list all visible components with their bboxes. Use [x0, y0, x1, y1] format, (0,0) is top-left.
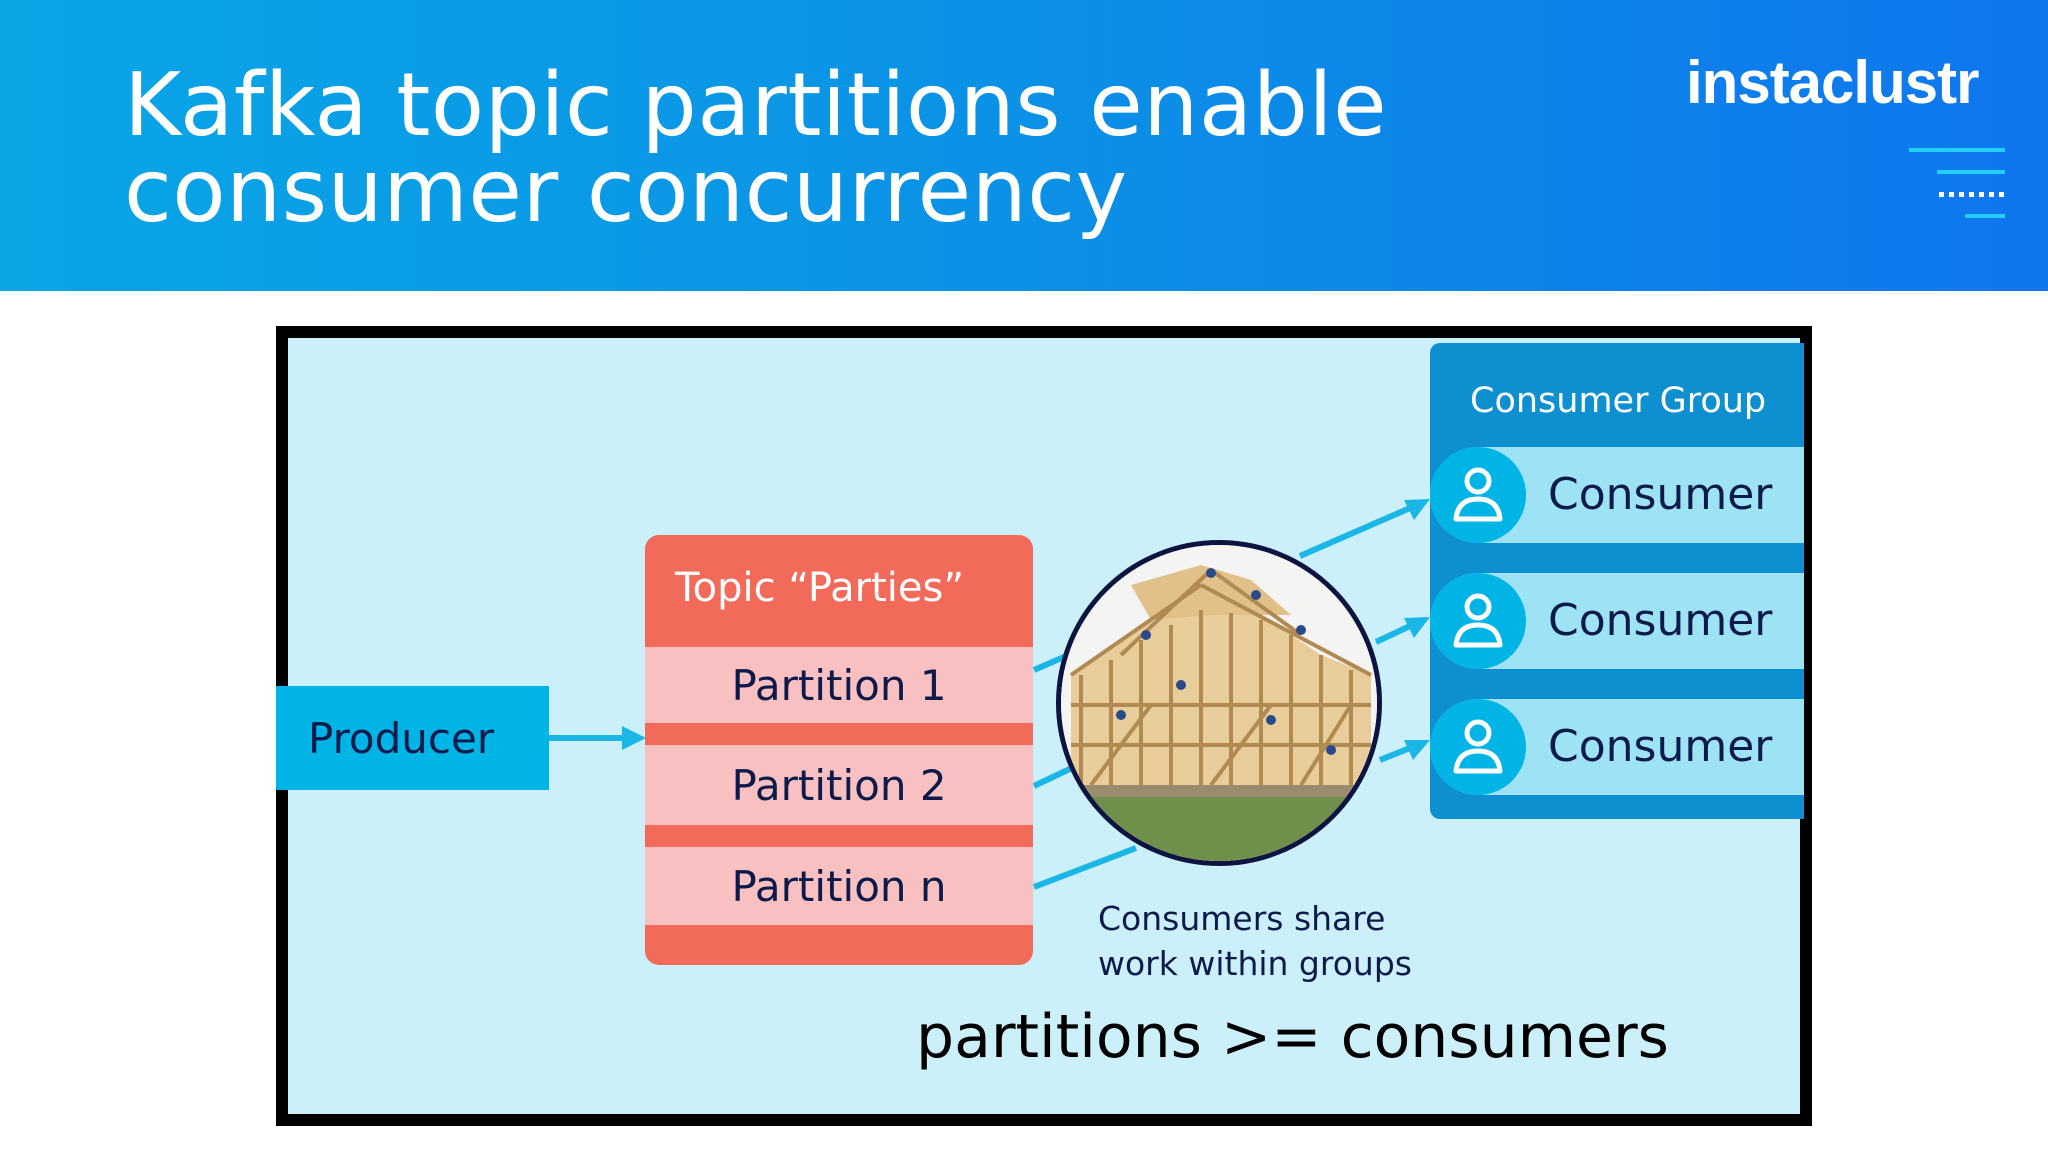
- consumer-group-box: Consumer Group Consumer Consumer Consume…: [1430, 343, 1804, 819]
- consumer-item: Consumer: [1430, 447, 1804, 543]
- consumer-label: Consumer: [1548, 721, 1773, 772]
- producer-box: Producer: [276, 686, 549, 790]
- consumer-group-title: Consumer Group: [1470, 381, 1767, 421]
- house-construction-photo: [1056, 540, 1382, 866]
- instaclustr-logo: instaclustr: [1686, 49, 1979, 116]
- person-icon: [1430, 573, 1526, 669]
- consumer-label: Consumer: [1548, 469, 1773, 520]
- topic-box: Topic “Parties” Partition 1 Partition 2 …: [645, 535, 1033, 965]
- partition-label: Partition 2: [731, 760, 947, 810]
- producer-label: Producer: [308, 713, 495, 763]
- caption-text: Consumers share work within groups: [1098, 896, 1412, 986]
- partition-row: Partition n: [645, 847, 1033, 925]
- logo-lines-icon: [1909, 148, 2005, 218]
- partition-row: Partition 1: [645, 647, 1033, 723]
- person-icon: [1430, 447, 1526, 543]
- topic-title: Topic “Parties”: [675, 565, 965, 611]
- consumer-label: Consumer: [1548, 595, 1773, 646]
- title-line-1: Kafka topic partitions enable: [124, 54, 1388, 156]
- partition-rule: partitions >= consumers: [916, 1002, 1669, 1072]
- caption-line-1: Consumers share: [1098, 899, 1386, 938]
- consumer-item: Consumer: [1430, 699, 1804, 795]
- consumer-item: Consumer: [1430, 573, 1804, 669]
- caption-line-2: work within groups: [1098, 944, 1412, 983]
- partition-row: Partition 2: [645, 745, 1033, 825]
- house-frame-icon: [1061, 545, 1377, 861]
- title-banner: Kafka topic partitions enable consumer c…: [0, 0, 2048, 291]
- title-line-2: consumer concurrency: [124, 140, 1128, 242]
- partition-label: Partition n: [731, 861, 947, 911]
- partition-label: Partition 1: [731, 660, 947, 710]
- person-icon: [1430, 699, 1526, 795]
- slide-title: Kafka topic partitions enable consumer c…: [124, 54, 1388, 242]
